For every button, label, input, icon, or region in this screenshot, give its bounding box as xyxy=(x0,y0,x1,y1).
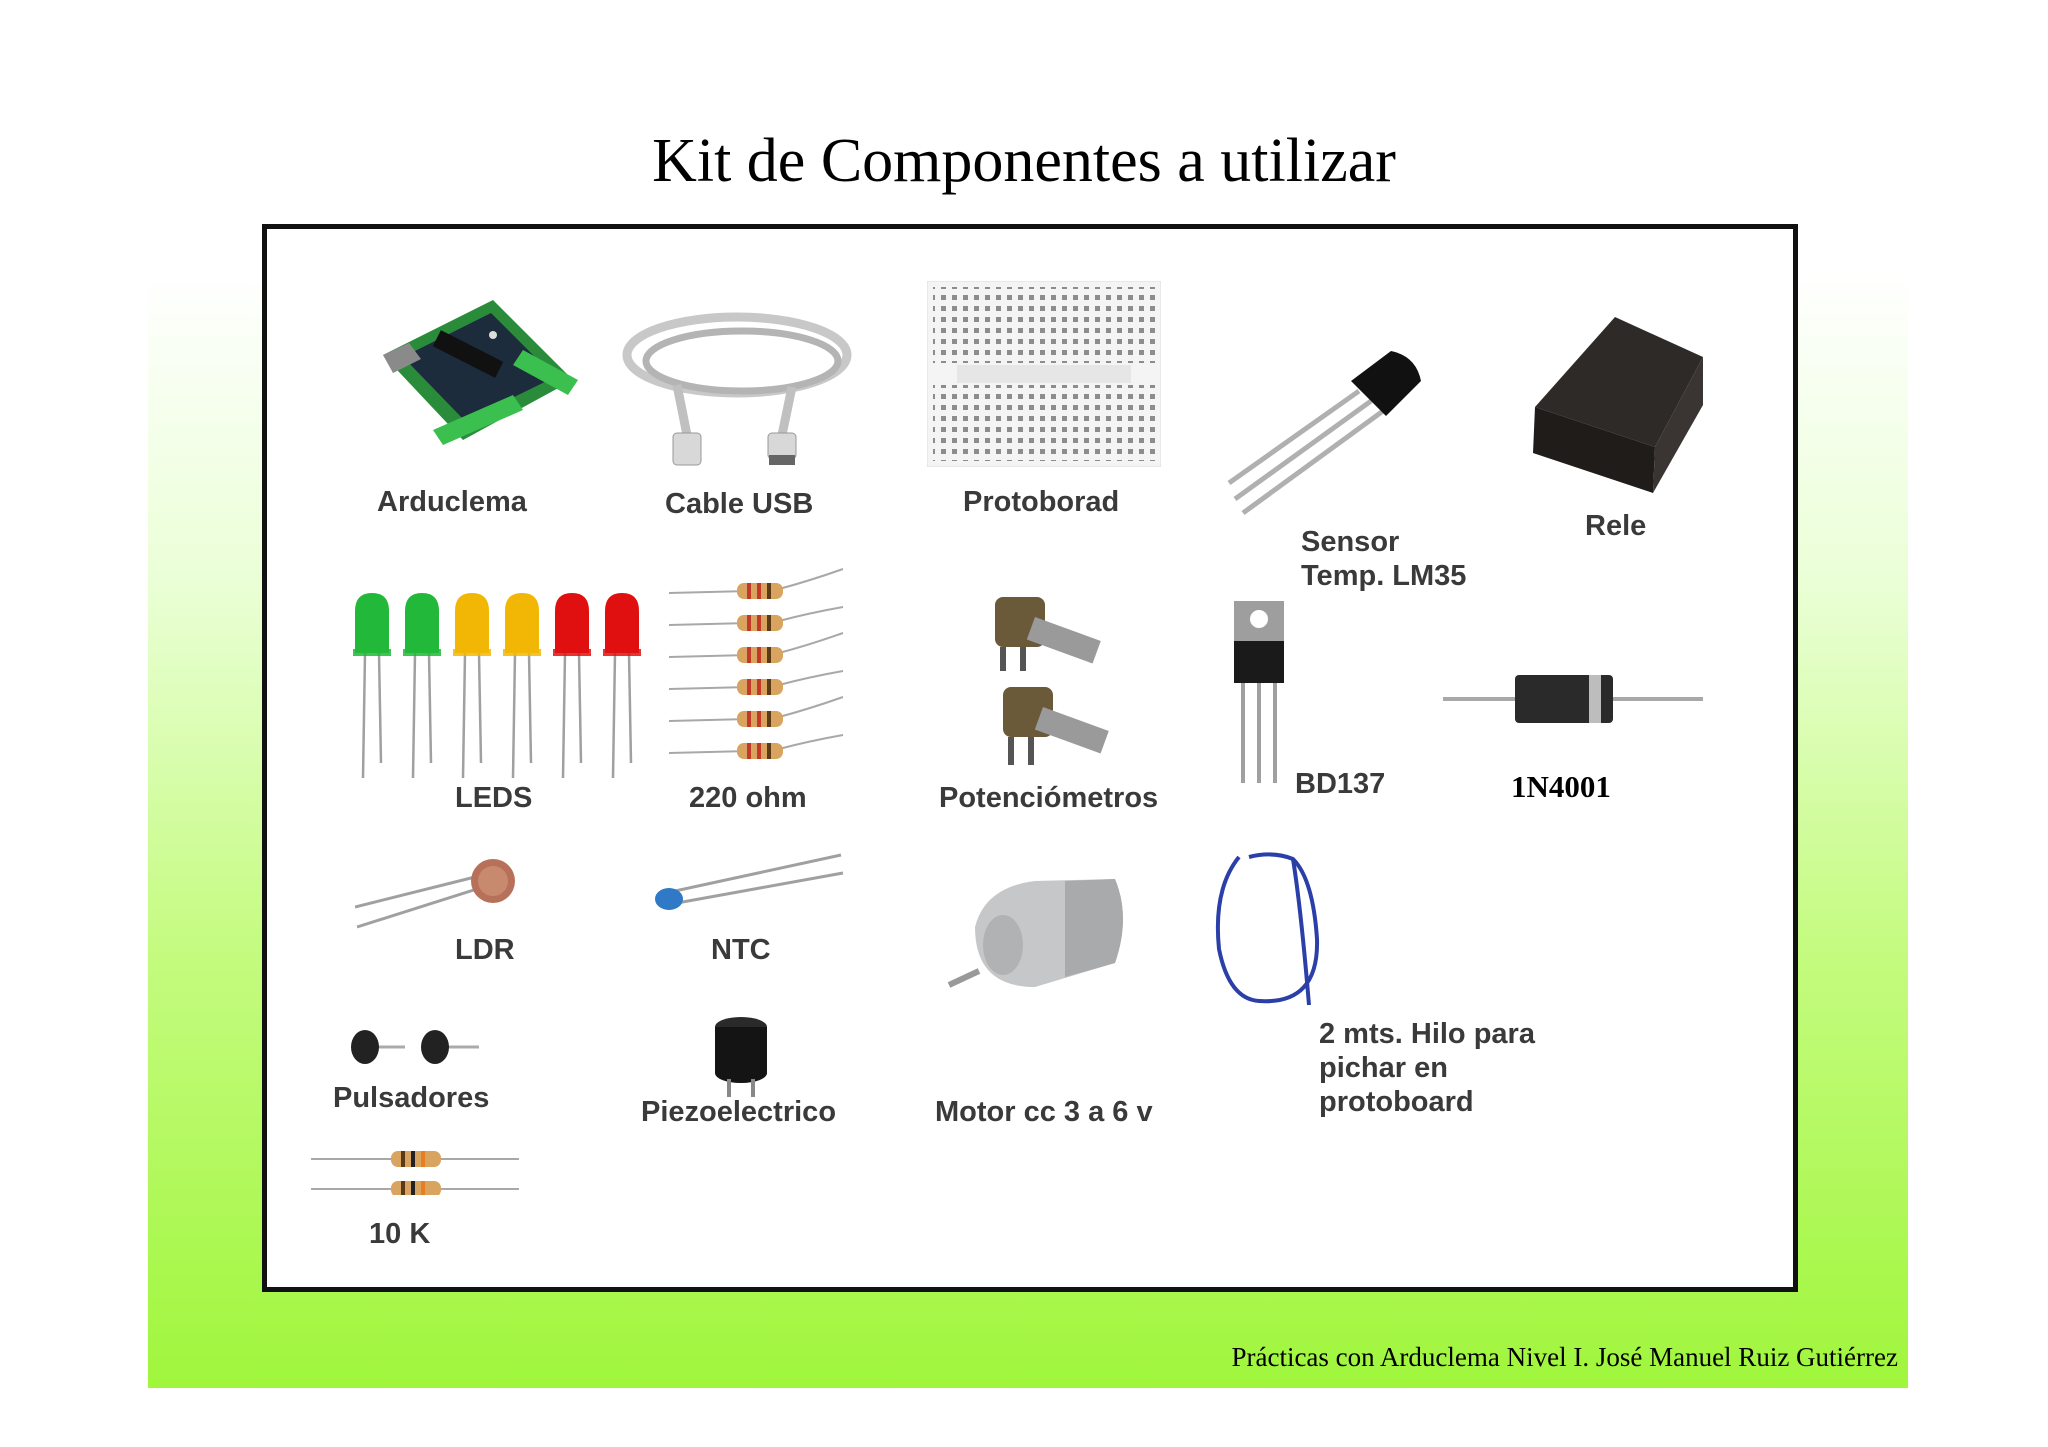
label-motor: Motor cc 3 a 6 v xyxy=(935,1096,1153,1128)
label-leds: LEDS xyxy=(455,782,533,814)
label-wire-line3: protoboard xyxy=(1319,1086,1474,1118)
label-rele: Rele xyxy=(1585,510,1647,542)
label-wire-line2: pichar en xyxy=(1319,1052,1448,1084)
resistor-10k-2 xyxy=(311,1181,519,1195)
led-1 xyxy=(353,593,391,779)
ldr-image xyxy=(355,859,515,929)
label-cable-usb: Cable USB xyxy=(665,488,814,520)
label-sensor-line1: Sensor xyxy=(1301,526,1400,558)
wire-image xyxy=(1215,852,1320,1006)
resistor-220-4 xyxy=(669,670,844,695)
led-2 xyxy=(403,593,441,779)
resistors-10k-image xyxy=(311,1151,519,1195)
led-6 xyxy=(603,593,641,779)
protoboard-image xyxy=(927,281,1161,467)
lm35-sensor-image xyxy=(1227,351,1421,516)
label-ntc: NTC xyxy=(711,934,771,966)
label-potenciometros: Potenciómetros xyxy=(939,782,1159,814)
footer-credit: Prácticas con Arduclema Nivel I. José Ma… xyxy=(1231,1342,1898,1372)
components-panel: Arduclema Cable USB Protoborad Sensor Te… xyxy=(262,224,1798,1292)
motor-image xyxy=(947,879,1123,988)
slide-title: Kit de Componentes a utilizar xyxy=(652,127,1396,195)
label-bd137: BD137 xyxy=(1295,768,1386,800)
label-pulsadores: Pulsadores xyxy=(333,1082,490,1114)
led-3 xyxy=(453,593,491,779)
resistor-220-1 xyxy=(669,568,844,599)
led-5 xyxy=(553,593,591,779)
potentiometers-image xyxy=(995,597,1109,765)
label-220-ohm: 220 ohm xyxy=(689,782,807,814)
resistors-220-image xyxy=(669,568,844,759)
label-wire-line1: 2 mts. Hilo para xyxy=(1319,1018,1535,1050)
relay-image xyxy=(1533,317,1703,493)
label-1n4001: 1N4001 xyxy=(1511,769,1611,804)
label-arduclema: Arduclema xyxy=(377,486,527,518)
resistor-220-5 xyxy=(669,696,844,727)
label-sensor-line2: Temp. LM35 xyxy=(1301,560,1467,592)
diode-1n4001-image xyxy=(1443,675,1703,723)
label-ldr: LDR xyxy=(455,934,515,966)
pushbuttons-image xyxy=(351,1030,479,1064)
label-protoboard: Protoborad xyxy=(963,486,1120,518)
label-piezoelectrico: Piezoelectrico xyxy=(641,1096,837,1128)
resistor-220-3 xyxy=(669,632,844,663)
resistor-10k-1 xyxy=(311,1151,519,1167)
bd137-transistor-image xyxy=(1234,601,1284,783)
led-4 xyxy=(503,593,541,779)
resistor-220-2 xyxy=(669,606,844,631)
leds-image xyxy=(353,593,641,779)
label-10k: 10 K xyxy=(369,1218,431,1250)
piezo-image xyxy=(715,1017,767,1097)
arduclema-board-image xyxy=(383,300,578,445)
ntc-image xyxy=(655,853,844,910)
usb-cable-image xyxy=(622,312,852,466)
resistor-220-6 xyxy=(669,734,844,759)
